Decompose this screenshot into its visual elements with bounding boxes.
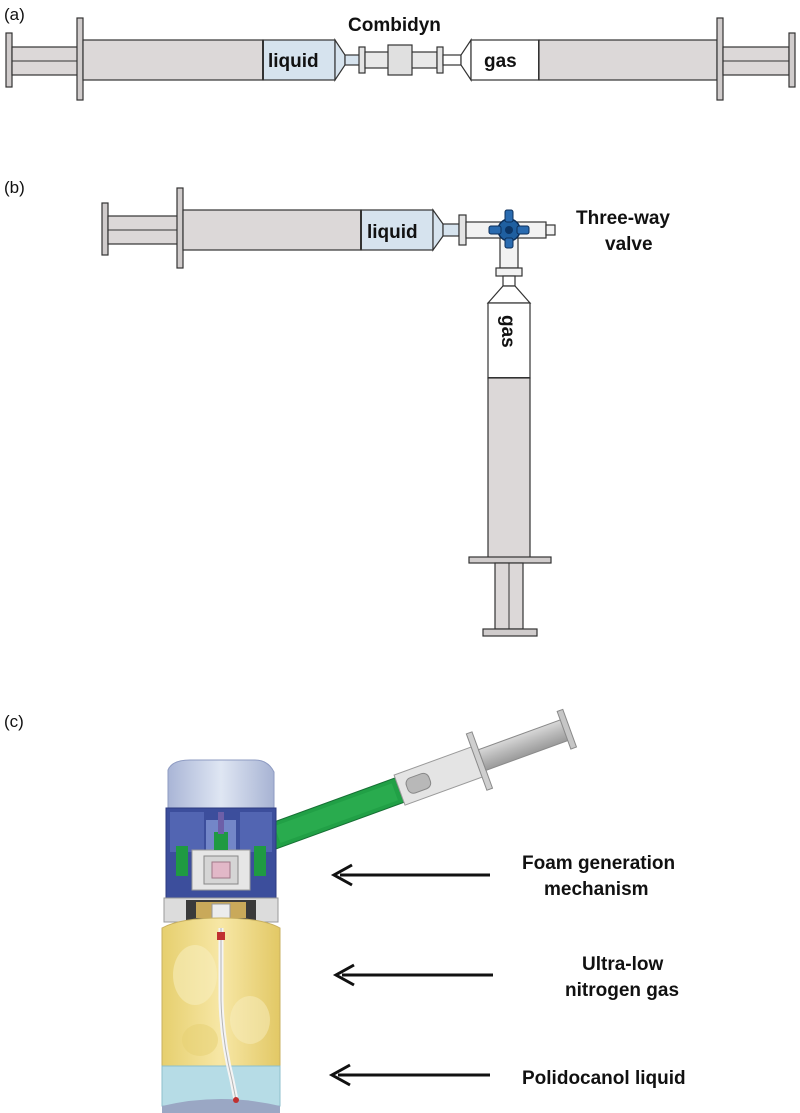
b-gas-chamber (487, 302, 531, 379)
arrow-gas (332, 963, 493, 987)
combidyn-connector (358, 44, 444, 76)
panel-b-gas-label: gas (497, 315, 518, 348)
gas-syringe (468, 275, 552, 637)
angled-syringe (262, 708, 578, 851)
arrow-foam (330, 863, 490, 887)
panel-b-liquid-label: liquid (367, 222, 418, 243)
left-syringe (5, 17, 362, 101)
annotation-gas-line1: Ultra-low (582, 954, 664, 975)
panel-c-label: (c) (4, 712, 24, 731)
valve-label-line2: valve (605, 234, 653, 255)
right-syringe (442, 17, 796, 101)
annotation-foam-line2: mechanism (544, 879, 649, 900)
panel-a-syringe-assembly (5, 17, 796, 101)
panel-a-gas-label: gas (484, 51, 517, 72)
three-way-valve (465, 209, 556, 277)
valve-label-line1: Three-way (576, 208, 670, 229)
annotation-foam-line1: Foam generation (522, 853, 675, 874)
liquid-syringe (101, 187, 467, 269)
polidocanol-canister (161, 708, 578, 1113)
panel-b-syringe-assembly (101, 187, 556, 637)
annotation-liquid-line1: Polidocanol liquid (522, 1068, 686, 1089)
arrow-liquid (328, 1063, 490, 1087)
panel-b-label: (b) (4, 178, 25, 197)
combidyn-label: Combidyn (348, 15, 441, 36)
annotation-gas-line2: nitrogen gas (565, 980, 679, 1001)
annotation-arrows (328, 863, 493, 1087)
panel-a-liquid-label: liquid (268, 51, 319, 72)
right-gas-chamber (470, 39, 540, 81)
panel-a-label: (a) (4, 5, 25, 24)
